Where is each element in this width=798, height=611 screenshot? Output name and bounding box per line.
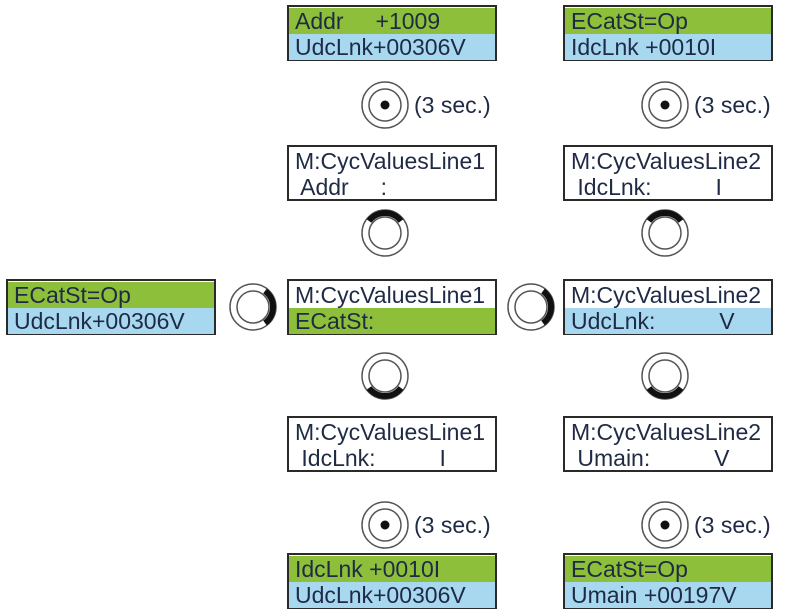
nav-up-button-icon [361,209,409,257]
hold-duration-label: (3 sec.) [694,512,771,538]
lcd-line-2: UdcLnk: V [565,308,771,334]
hold-duration-label: (3 sec.) [414,512,491,538]
lcd-line-2: IdcLnk: I [571,174,722,200]
lcd-line-2: IdcLnk: I [295,445,446,471]
nav-down-button-icon [641,352,689,400]
nav-up-button-icon [641,209,689,257]
lcd-menu-line2-idclnk: M:CycValuesLine2 IdcLnk: I [563,145,773,201]
lcd-line-2: UdcLnk+00306V [289,582,495,608]
lcd-line-1: ECatSt=Op [8,282,214,308]
lcd-line-2: UdcLnk+00306V [289,34,495,60]
center-button-icon [641,81,689,129]
lcd-line-1: M:CycValuesLine2 [571,282,762,308]
lcd-line-2: Umain: V [571,445,730,471]
lcd-line-1: M:CycValuesLine1 [295,282,486,308]
lcd-line-1: ECatSt=Op [565,556,771,582]
lcd-far-left: ECatSt=Op UdcLnk+00306V [6,279,216,335]
nav-right-button-icon [229,283,277,331]
lcd-top-left: Addr +1009 UdcLnk+00306V [287,5,497,61]
hold-duration-label: (3 sec.) [694,92,771,118]
hold-duration-label: (3 sec.) [414,92,491,118]
lcd-bottom-left: IdcLnk +0010I UdcLnk+00306V [287,553,497,609]
lcd-menu-line2-umain: M:CycValuesLine2 Umain: V [563,416,773,472]
lcd-line-1: M:CycValuesLine2 [571,419,762,445]
center-button-icon [361,81,409,129]
lcd-line-1: Addr +1009 [289,8,495,34]
lcd-bottom-right: ECatSt=Op Umain +00197V [563,553,773,609]
nav-down-button-icon [361,352,409,400]
lcd-line-2: Addr : [295,174,388,200]
lcd-menu-line1-ecatst: M:CycValuesLine1 ECatSt: [287,279,497,335]
lcd-menu-line2-udclnk: M:CycValuesLine2 UdcLnk: V [563,279,773,335]
lcd-line-2: Umain +00197V [565,582,771,608]
lcd-line-1: M:CycValuesLine1 [295,148,486,174]
lcd-top-right: ECatSt=Op IdcLnk +0010I [563,5,773,61]
lcd-line-2: UdcLnk+00306V [8,308,214,334]
lcd-line-2: ECatSt: [289,308,495,334]
center-button-icon [361,501,409,549]
lcd-line-1: IdcLnk +0010I [289,556,495,582]
lcd-line-1: M:CycValuesLine2 [571,148,762,174]
lcd-menu-line1-addr: M:CycValuesLine1 Addr : [287,145,497,201]
lcd-menu-line1-idclnk: M:CycValuesLine1 IdcLnk: I [287,416,497,472]
lcd-line-1: M:CycValuesLine1 [295,419,486,445]
nav-right-button-icon [507,283,555,331]
lcd-line-1: ECatSt=Op [565,8,771,34]
lcd-line-2: IdcLnk +0010I [565,34,771,60]
center-button-icon [641,501,689,549]
